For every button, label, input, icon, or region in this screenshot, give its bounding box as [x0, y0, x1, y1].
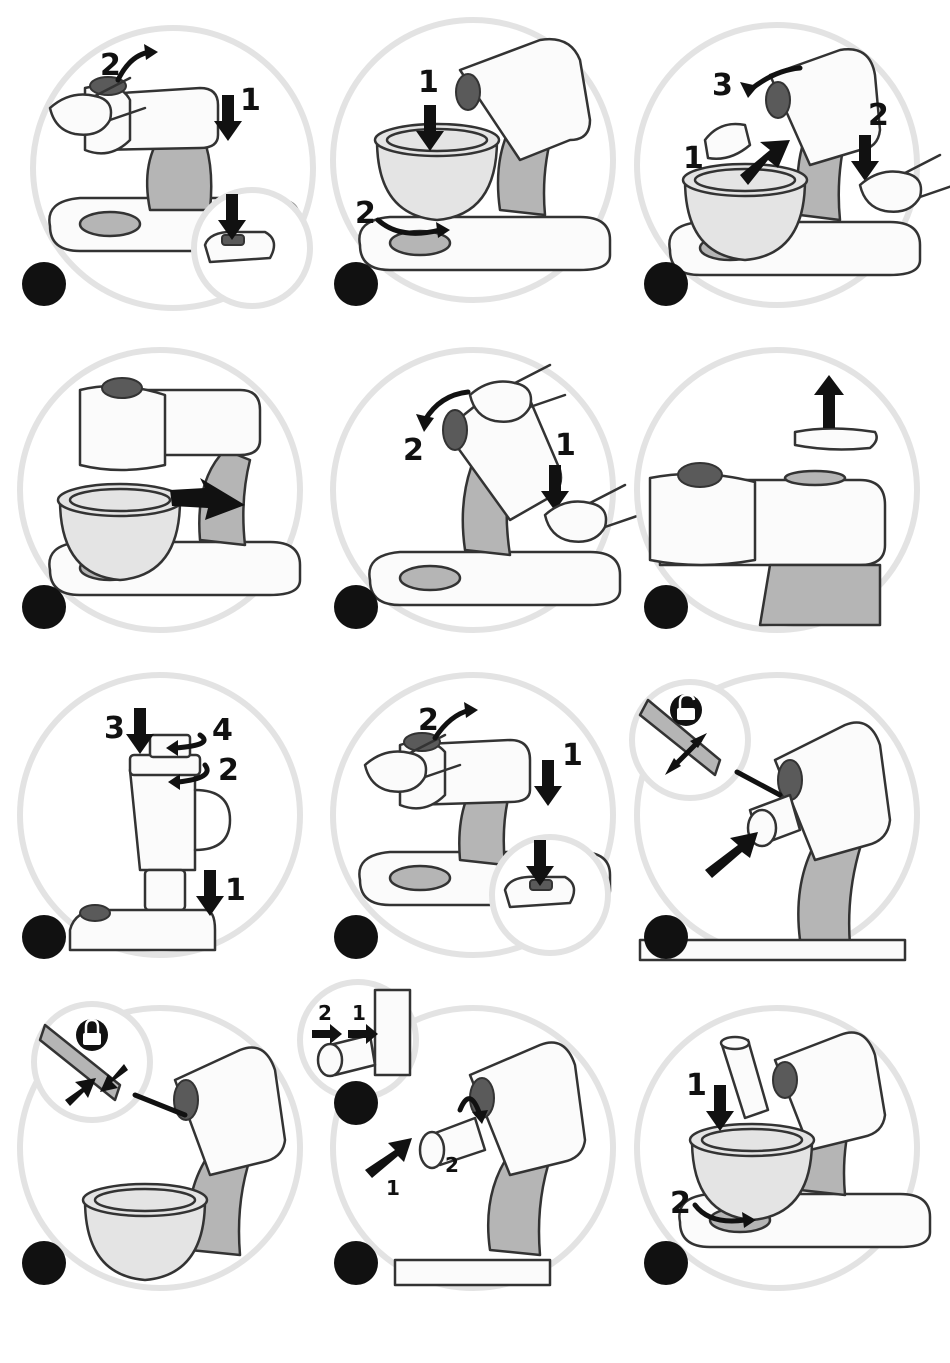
step-panel-11: 2 1 2 1: [300, 982, 613, 1288]
step-label: 2: [670, 1186, 691, 1221]
step-badge: [334, 1241, 378, 1285]
step-label: 3: [104, 711, 125, 746]
step-panel-7: 3 4 2 1: [20, 675, 300, 959]
step-badge: [644, 915, 688, 959]
step-label: 1: [225, 873, 246, 908]
step-label: 1: [240, 83, 261, 118]
step-label: 1: [683, 141, 704, 176]
step-panel-12: 1 2: [637, 1008, 930, 1288]
step-label: 4: [212, 713, 233, 748]
unlock-icon: [670, 694, 702, 726]
step-badge: [22, 1241, 66, 1285]
step-badge: [644, 1241, 688, 1285]
step-label: 1: [562, 738, 583, 773]
step-label: 2: [355, 196, 376, 231]
step-badge: [22, 585, 66, 629]
step-label: 2: [418, 703, 439, 738]
step-label: 2: [403, 433, 424, 468]
step-panel-6: [637, 350, 917, 630]
step-label: 1: [555, 428, 576, 463]
step-label: 2: [100, 48, 121, 83]
step-label: 1: [352, 1001, 366, 1025]
step-label: 3: [712, 68, 733, 103]
step-label: 2: [868, 98, 889, 133]
step-panel-1: 2 1: [22, 28, 313, 308]
step-badge: [22, 262, 66, 306]
lock-icon: [76, 1019, 108, 1051]
step-badge: [334, 585, 378, 629]
step-badge: [644, 585, 688, 629]
step-badge-inset: [334, 1081, 378, 1125]
step-label: 2: [318, 1001, 332, 1025]
step-badge: [644, 262, 688, 306]
step-label: 1: [386, 1176, 400, 1200]
step-panel-8: 2 1: [333, 675, 613, 959]
step-label: 1: [418, 65, 439, 100]
step-panel-2: 1 2: [333, 20, 613, 306]
step-badge: [334, 915, 378, 959]
step-panel-5: 2 1: [333, 350, 640, 630]
step-badge: [334, 262, 378, 306]
step-label: 2: [218, 753, 239, 788]
step-panel-10: [20, 1004, 300, 1288]
step-label: 2: [445, 1153, 459, 1177]
step-panel-9: [632, 675, 917, 960]
step-panel-4: [20, 350, 300, 630]
step-label: 1: [686, 1068, 707, 1103]
step-panel-3: 1 3 2: [637, 25, 950, 306]
step-badge: [22, 915, 66, 959]
